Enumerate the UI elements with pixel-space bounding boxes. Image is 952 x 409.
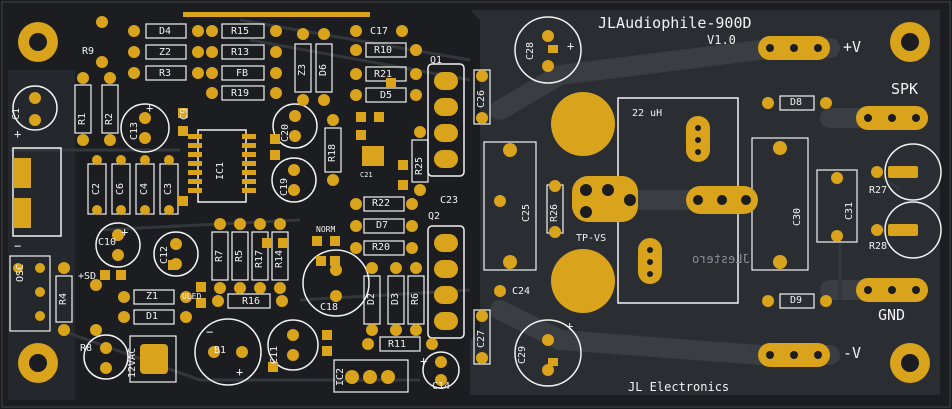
ref-r7: R7 xyxy=(214,249,225,262)
ref-c18: C18 xyxy=(320,302,339,313)
ref-r21: R21 xyxy=(374,69,393,80)
plus-mark-c14: + xyxy=(420,354,428,368)
ref-q1: Q1 xyxy=(430,55,443,66)
board-title: JLAudiophile-900D xyxy=(598,14,752,32)
ref-c31: C31 xyxy=(844,201,855,220)
ref-ic2: IC2 xyxy=(335,367,346,386)
ref-r10: R10 xyxy=(374,45,393,56)
ref-c29: C29 xyxy=(517,345,528,364)
ref-z2: Z2 xyxy=(159,47,172,58)
top-copper-bar xyxy=(183,12,370,17)
ref-r19: R19 xyxy=(231,88,250,99)
ref-c26: C26 xyxy=(476,89,487,108)
ref-c9: C9 xyxy=(179,107,190,120)
ref-r6: R6 xyxy=(410,292,421,305)
minus-mark-terminal: − xyxy=(14,239,22,253)
ref-c27: C27 xyxy=(476,329,487,348)
ref-r8: R8 xyxy=(80,343,93,354)
plus-mark-c28: + xyxy=(567,39,575,53)
ref-d8: D8 xyxy=(790,97,803,108)
plus-mark-c10: + xyxy=(121,225,129,239)
ref-c14: C14 xyxy=(432,381,451,392)
ref-c28: C28 xyxy=(525,41,536,60)
ref-q2: Q2 xyxy=(428,211,441,222)
label-sd: +SD xyxy=(78,271,97,282)
plus-mark-c1: + xyxy=(14,127,22,141)
ref-c19: C19 xyxy=(279,177,290,196)
ref-r17: R17 xyxy=(254,249,265,268)
ref-c20: C20 xyxy=(280,123,291,142)
board-version: V1.0 xyxy=(707,33,736,47)
label-vminus: -V xyxy=(843,344,862,362)
copper-pads xyxy=(13,16,883,386)
ref-c10: C10 xyxy=(98,237,117,248)
label-norm: NORM xyxy=(316,225,336,234)
ref-r16: R16 xyxy=(242,296,261,307)
plus-mark-b1: + xyxy=(236,365,244,379)
ref-d7: D7 xyxy=(376,220,389,231)
label-osc: OSC xyxy=(15,263,26,282)
label-ac: 12VAC xyxy=(127,347,138,378)
ref-d2: D2 xyxy=(366,292,377,305)
ref-z1: Z1 xyxy=(146,291,159,302)
ref-r4: R4 xyxy=(58,292,69,305)
ref-fb: FB xyxy=(236,68,249,79)
minus-mark-b1: − xyxy=(206,325,214,339)
label-vplus: +V xyxy=(843,38,862,56)
ref-r3: R3 xyxy=(159,68,172,79)
ref-r27: R27 xyxy=(869,185,888,196)
ref-z3: Z3 xyxy=(297,63,308,76)
mirrored-text: JLestero xyxy=(692,252,750,266)
ref-d6: D6 xyxy=(318,63,329,76)
ref-r22: R22 xyxy=(372,198,391,209)
ref-c30: C30 xyxy=(792,207,803,226)
ref-r15: R15 xyxy=(231,26,250,37)
ref-c17: C17 xyxy=(370,26,389,37)
ref-c2: C2 xyxy=(91,182,102,195)
plus-mark-c13: + xyxy=(146,101,154,115)
ref-d9: D9 xyxy=(790,295,803,306)
ref-r5: R5 xyxy=(234,249,245,262)
ref-c21: C21 xyxy=(360,171,373,179)
ref-c25: C25 xyxy=(521,203,532,222)
ref-r25: R25 xyxy=(414,156,425,175)
ref-d3: D3 xyxy=(390,292,401,305)
ref-c3: C3 xyxy=(163,182,174,195)
ref-r2: R2 xyxy=(104,112,115,125)
ref-r1: R1 xyxy=(77,112,88,125)
ref-r18: R18 xyxy=(327,143,338,162)
ref-b1: B1 xyxy=(214,345,227,356)
ref-c13: C13 xyxy=(129,121,140,140)
ref-r14: R14 xyxy=(274,249,285,268)
label-inductor: 22 uH xyxy=(632,108,663,119)
ref-d5: D5 xyxy=(380,90,393,101)
ref-r26: R26 xyxy=(549,203,560,222)
plus-mark-c29: + xyxy=(566,319,574,333)
board-maker: JL Electronics xyxy=(628,380,730,394)
label-uled: ULED xyxy=(182,292,202,301)
ref-c12: C12 xyxy=(159,245,170,264)
ref-r11: R11 xyxy=(388,339,407,350)
ref-d1: D1 xyxy=(146,311,159,322)
ref-r13: R13 xyxy=(231,47,250,58)
ref-c24: C24 xyxy=(512,286,531,297)
label-gnd: GND xyxy=(878,306,906,324)
ref-ic1: IC1 xyxy=(215,161,226,180)
ref-c1: C1 xyxy=(11,107,22,120)
ref-r9: R9 xyxy=(82,46,95,57)
ref-c23: C23 xyxy=(440,195,459,206)
label-spk: SPK xyxy=(891,80,919,98)
ref-r28: R28 xyxy=(869,241,888,252)
ref-c6: C6 xyxy=(115,182,126,195)
label-tp: TP-VS xyxy=(576,233,607,244)
ref-c11: C11 xyxy=(269,345,280,364)
ref-c4: C4 xyxy=(139,182,150,195)
ref-d4: D4 xyxy=(159,26,172,37)
ref-r20: R20 xyxy=(372,242,391,253)
